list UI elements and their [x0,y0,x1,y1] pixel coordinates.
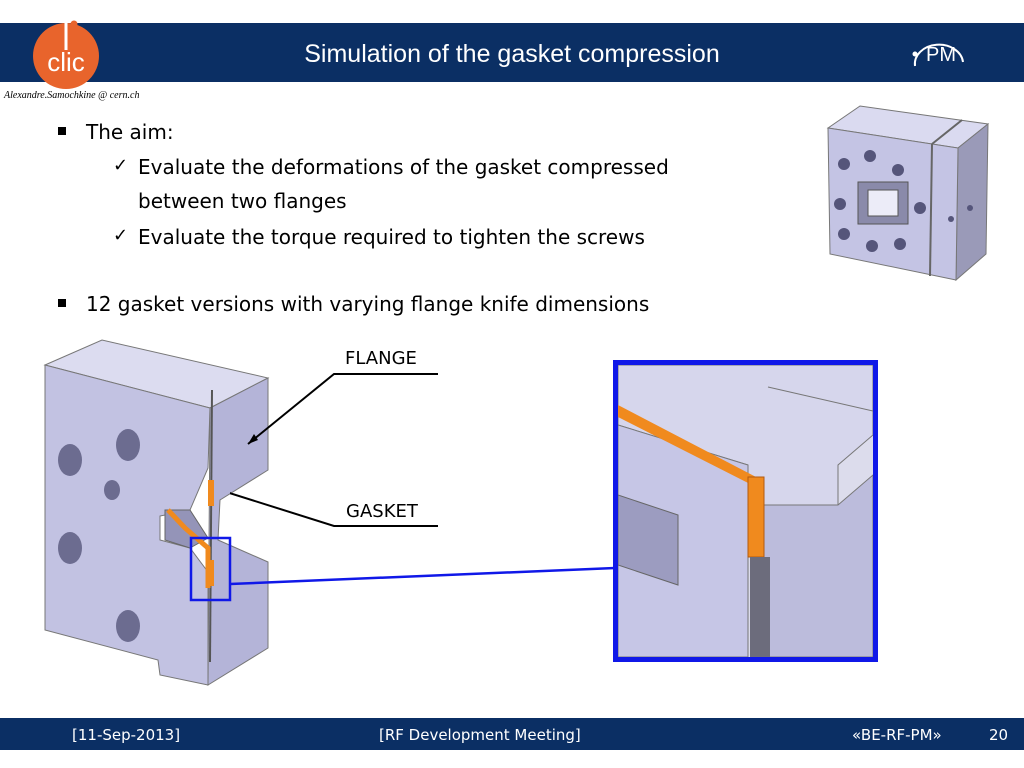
header-bar [0,23,1024,82]
clic-logo-icon: clic [33,12,99,89]
bullet-sub1-line1: Evaluate the deformations of the gasket … [138,155,669,179]
zoom-detail-image [618,365,873,657]
footer-page-number: 20 [989,726,1009,744]
flange-assembly-image [826,105,990,282]
svg-text:clic: clic [47,47,85,77]
author-credit: Alexandre.Samochkine @ cern.ch [4,90,140,101]
label-leader-lines [230,373,438,527]
footer-date: [11-Sep-2013] [72,726,181,744]
pm-logo-icon: PM [912,43,964,67]
check-icon: ✓ [113,225,129,246]
bullet-sub2: Evaluate the torque required to tighten … [138,225,645,249]
bullet-versions: 12 gasket versions with varying flange k… [86,292,650,316]
footer-group: «BE-RF-PM» [852,726,942,744]
zoom-detail-frame [613,360,878,662]
square-bullet-icon [58,299,66,307]
footer-bar [0,718,1024,750]
zoom-connector-line [230,566,616,586]
flange-label: FLANGE [345,348,417,369]
flange-cross-section-image [43,339,270,686]
square-bullet-icon [58,127,66,135]
footer-meeting: [RF Development Meeting] [379,726,581,744]
svg-text:PM: PM [926,44,956,66]
check-icon: ✓ [113,155,129,176]
slide-title: Simulation of the gasket compression [304,40,720,68]
gasket-label: GASKET [346,501,418,522]
bullet-sub1-line2: between two flanges [138,189,347,213]
bullet-aim: The aim: [86,120,174,144]
